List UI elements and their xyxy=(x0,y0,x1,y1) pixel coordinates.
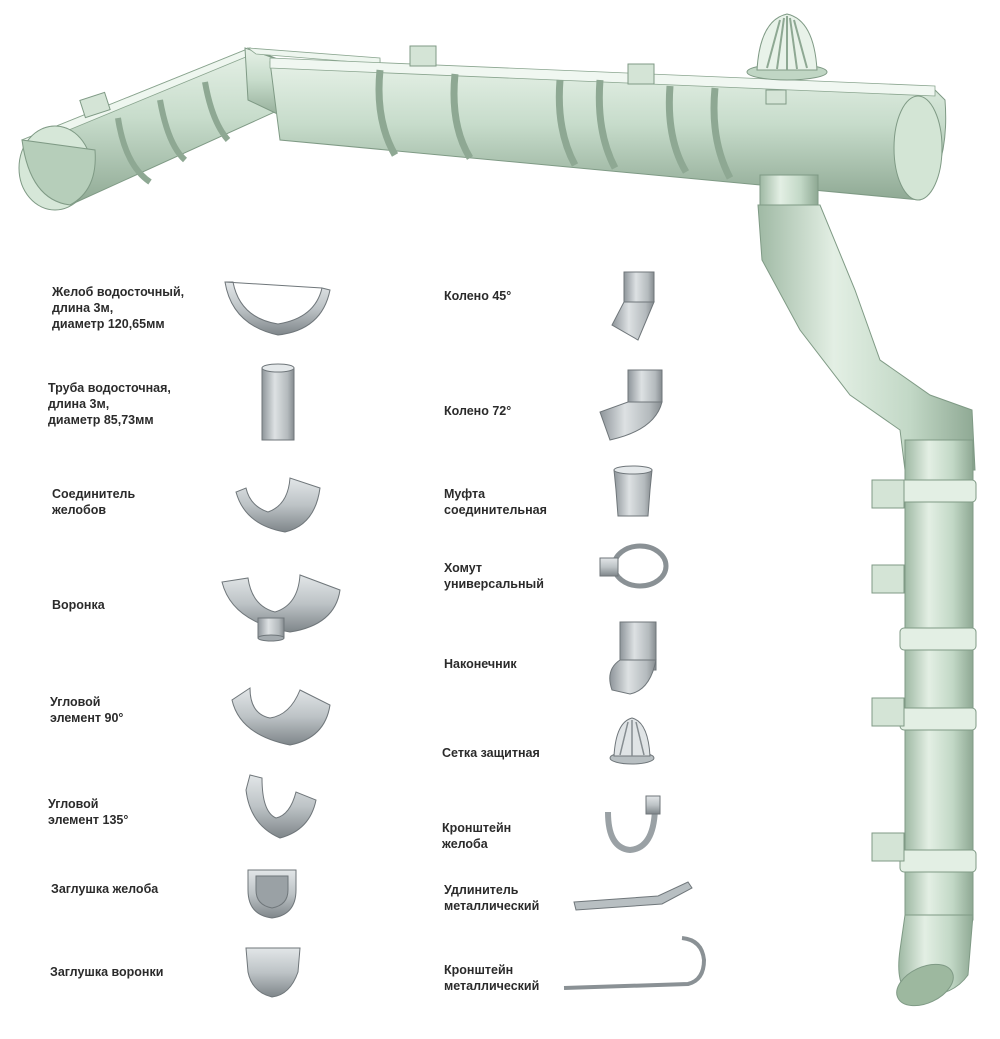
label-universal-clamp: Хомут универсальный xyxy=(444,561,544,591)
label-funnel-cap: Заглушка воронки xyxy=(50,965,164,979)
label-corner-135: Угловой элемент 135° xyxy=(48,797,129,827)
label-elbow-45: Колено 45° xyxy=(444,289,512,303)
part-funnel-icon xyxy=(221,574,341,642)
gutter-left-run xyxy=(18,47,291,211)
part-elbow-72-icon xyxy=(599,369,663,441)
label-pipe: Труба водосточная, длина 3м, диаметр 85,… xyxy=(48,381,171,427)
label-outlet-tip: Наконечник xyxy=(444,657,517,671)
part-corner-135-icon xyxy=(245,774,317,839)
gutter-assembly xyxy=(18,13,977,1007)
label-gutter-connector: Соединитель желобов xyxy=(52,487,136,517)
label-metal-extender: Удлинитель металлический xyxy=(444,883,540,913)
part-corner-90-icon xyxy=(231,687,331,746)
part-outlet-tip-icon xyxy=(609,621,657,695)
part-gutter-cap-icon xyxy=(247,869,297,919)
label-funnel: Воронка xyxy=(52,598,105,612)
part-elbow-45-icon xyxy=(611,271,655,341)
part-gutter-bracket-icon xyxy=(605,795,661,854)
label-gutter-bracket: Кронштейн желоба xyxy=(442,821,512,851)
part-protective-mesh-icon xyxy=(609,717,655,765)
label-pipe-coupling: Муфта соединительная xyxy=(444,487,547,517)
part-metal-extender-icon xyxy=(573,881,693,911)
part-universal-clamp-icon xyxy=(599,543,669,589)
label-metal-bracket: Кронштейн металлический xyxy=(444,963,540,993)
mesh-on-gutter xyxy=(746,13,828,81)
label-gutter: Желоб водосточный, длина 3м, диаметр 120… xyxy=(52,285,185,331)
part-metal-bracket-icon xyxy=(563,936,707,990)
downpipe xyxy=(757,174,977,1007)
part-gutter-icon xyxy=(224,281,331,336)
part-gutter-connector-icon xyxy=(235,477,321,533)
part-funnel-cap-icon xyxy=(245,947,301,998)
label-corner-90: Угловой элемент 90° xyxy=(50,695,124,725)
part-pipe-icon xyxy=(261,363,295,441)
label-protective-mesh: Сетка защитная xyxy=(442,746,540,760)
gutter-straight-run xyxy=(269,45,947,201)
part-pipe-coupling-icon xyxy=(613,465,653,517)
label-elbow-72: Колено 72° xyxy=(444,404,512,418)
label-gutter-cap: Заглушка желоба xyxy=(51,882,159,896)
